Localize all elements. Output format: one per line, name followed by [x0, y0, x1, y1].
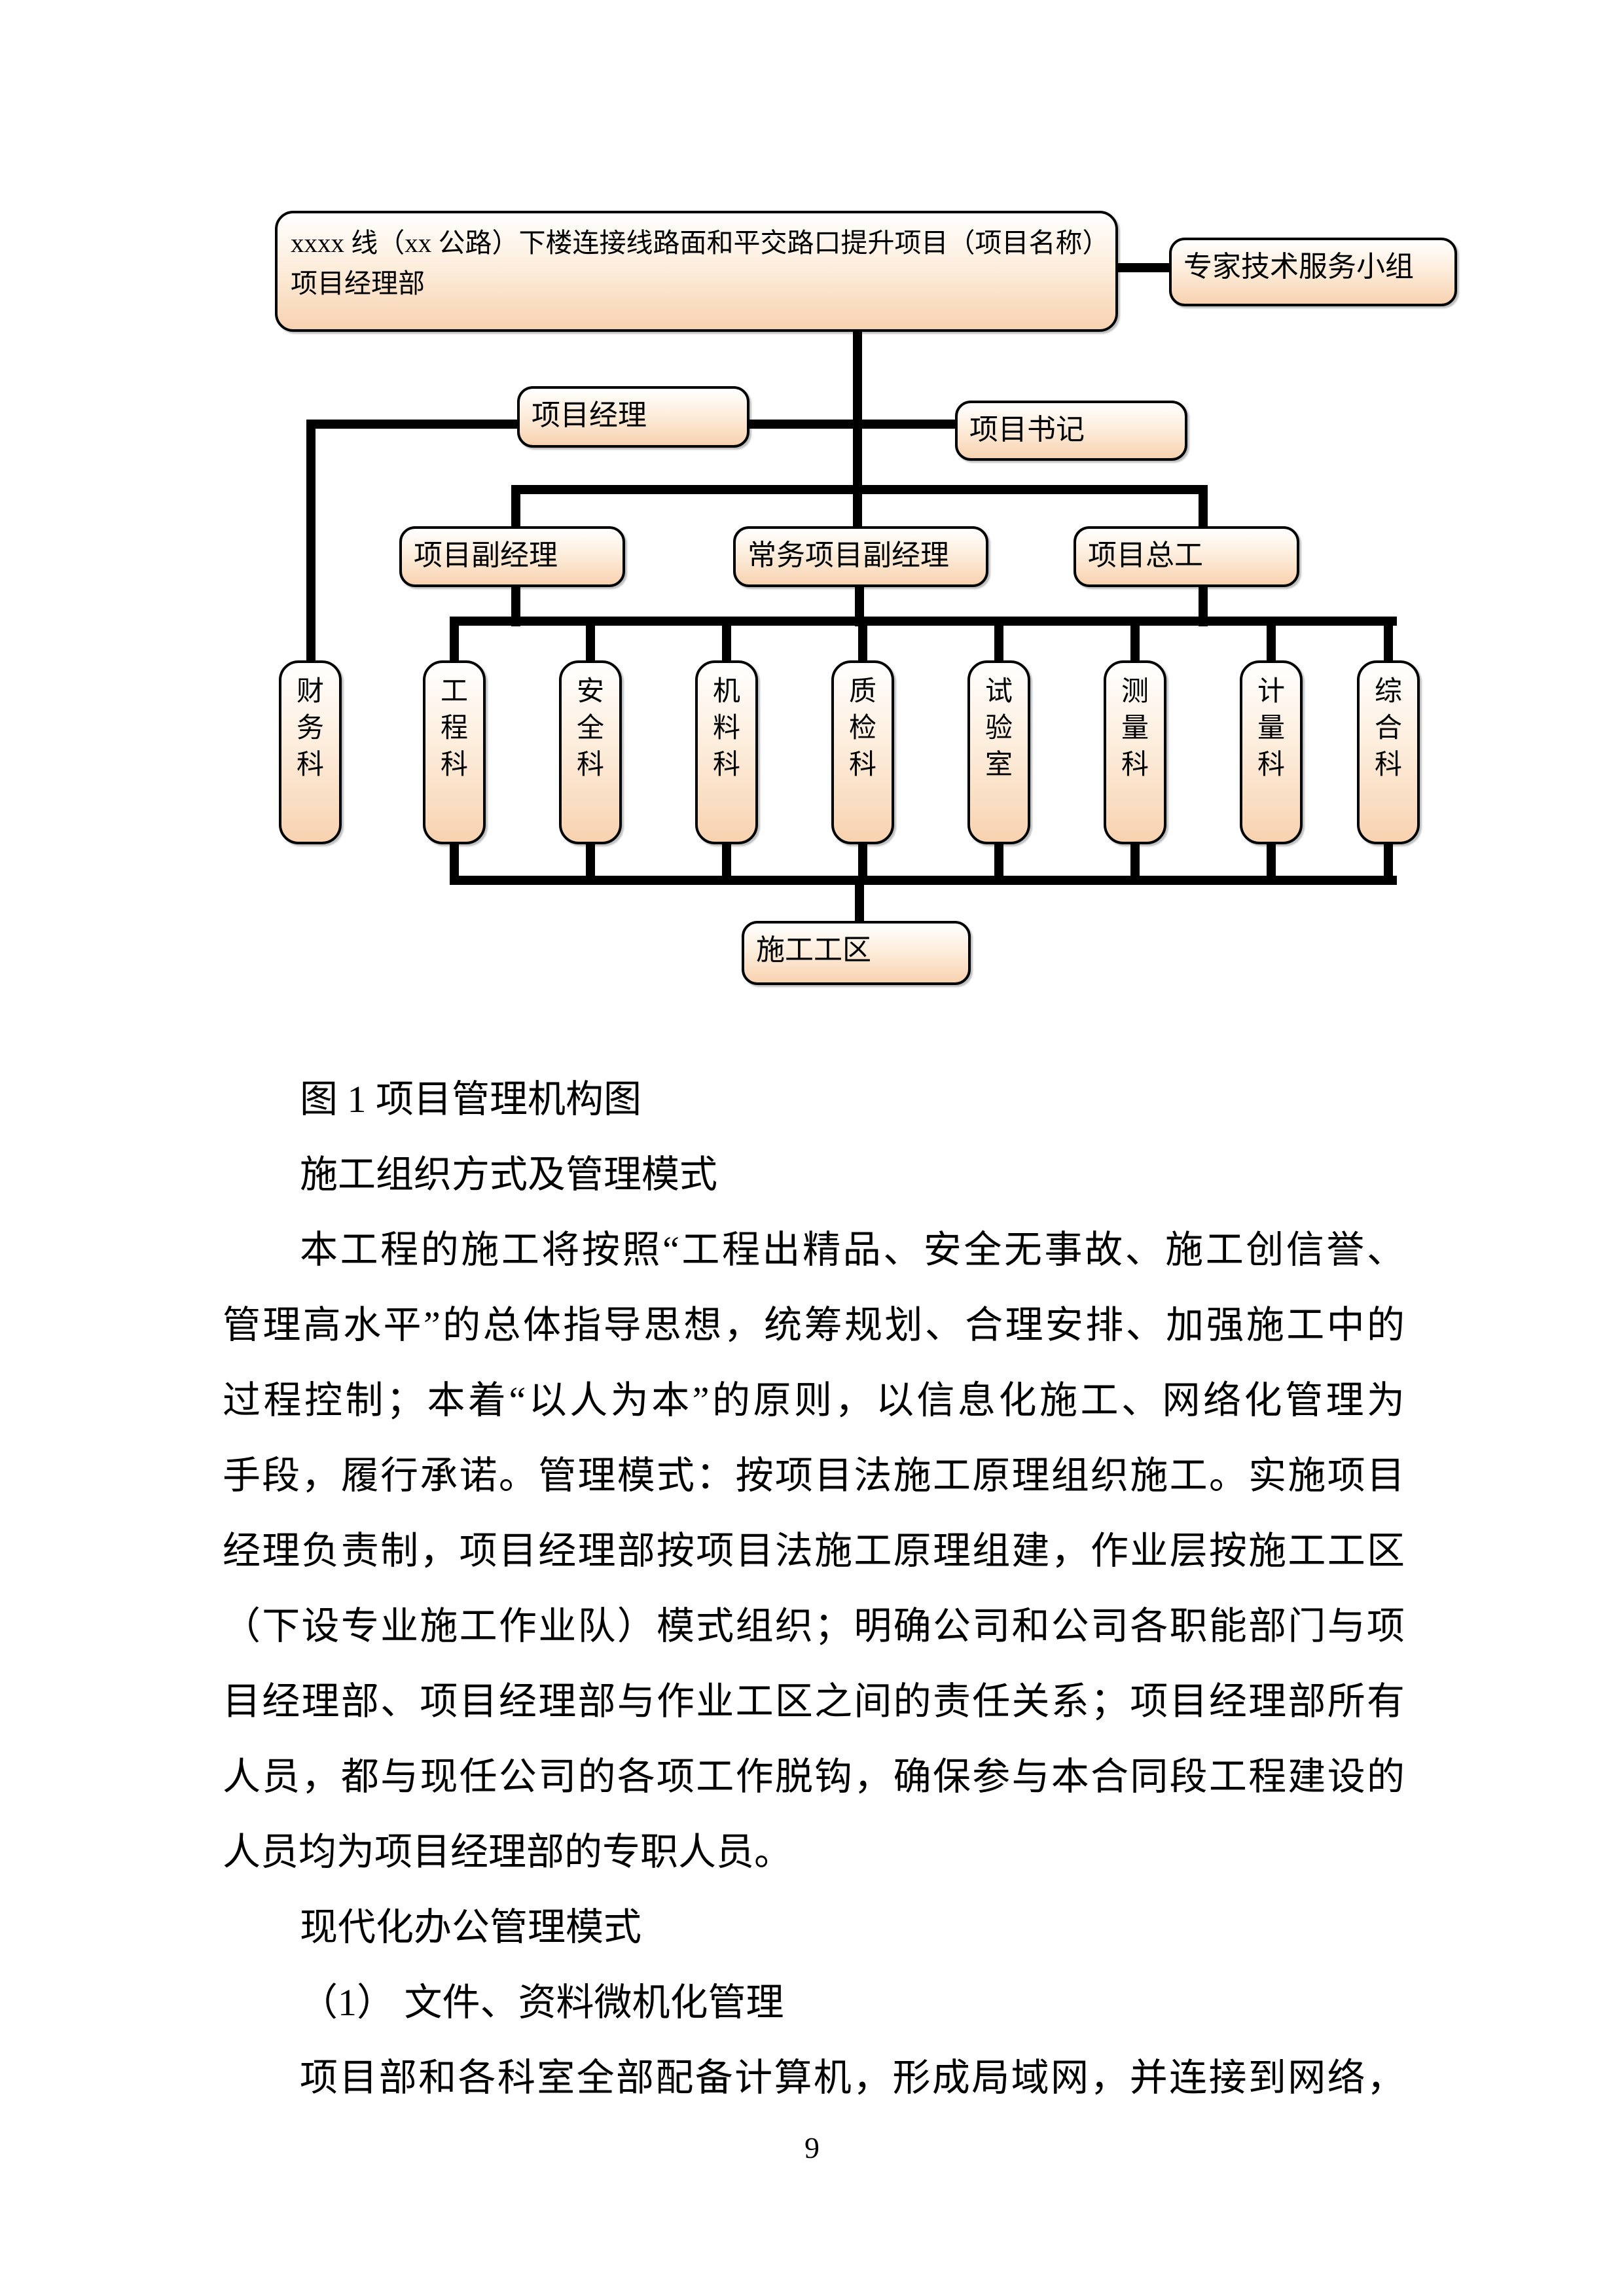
- connector-line: [855, 586, 864, 626]
- text-line: 人员，都与现任公司的各项工作脱钩，确保参与本合同段工程建设的: [223, 1755, 1405, 1798]
- connector-line: [1130, 622, 1140, 662]
- org-node-finance-dept: 财务科: [279, 660, 342, 844]
- org-node-dept: 工程科: [423, 660, 486, 844]
- section-heading: 施工组织方式及管理模式: [300, 1153, 718, 1196]
- org-node-chief-engineer: 项目总工: [1074, 526, 1299, 587]
- section-heading: 现代化办公管理模式: [300, 1906, 642, 1948]
- connector-line: [853, 329, 862, 529]
- connector-line: [722, 840, 731, 880]
- org-node-dept: 测量科: [1104, 660, 1166, 844]
- connector-line: [994, 622, 1003, 662]
- connector-line: [858, 622, 867, 662]
- org-node-dept: 计量科: [1240, 660, 1303, 844]
- page-number: 9: [804, 2131, 820, 2164]
- connector-line: [511, 485, 1208, 494]
- connector-line: [722, 622, 731, 662]
- connector-line: [858, 840, 867, 880]
- org-node-dept: 安全科: [559, 660, 622, 844]
- connector-line: [1384, 840, 1393, 880]
- text-line: 手段，履行承诺。管理模式：按项目法施工原理组织施工。实施项目: [223, 1454, 1405, 1497]
- connector-line: [450, 876, 1397, 885]
- org-node-project-manager: 项目经理: [517, 386, 749, 448]
- connector-line: [511, 491, 520, 529]
- connector-line: [306, 420, 316, 662]
- org-node-dept: 试验室: [967, 660, 1030, 844]
- connector-line: [450, 622, 459, 662]
- org-node-root: xxxx 线（xx 公路）下楼连接线路面和平交路口提升项目（项目名称）项目经理部: [275, 211, 1118, 332]
- connector-line: [1267, 622, 1276, 662]
- org-node-executive-deputy-manager: 常务项目副经理: [733, 526, 988, 587]
- connector-line: [1199, 586, 1208, 626]
- org-node-project-secretary: 项目书记: [955, 401, 1187, 461]
- text-line: 管理高水平”的总体指导思想，统筹规划、合理安排、加强施工中的: [223, 1304, 1405, 1346]
- connector-line: [1384, 622, 1393, 662]
- connector-line: [1199, 491, 1208, 529]
- org-node-expert-group: 专家技术服务小组: [1169, 238, 1457, 306]
- connector-line: [586, 840, 595, 880]
- figure-caption: 图 1 项目管理机构图: [300, 1078, 642, 1121]
- text-line: 项目部和各科室全部配备计算机，形成局域网，并连接到网络，: [300, 2056, 1405, 2099]
- connector-line: [1118, 263, 1169, 272]
- org-node-work-zone: 施工工区: [742, 921, 971, 985]
- list-heading: （1） 文件、资料微机化管理: [300, 1981, 784, 2024]
- text-line: 人员均为项目经理部的专职人员。: [223, 1831, 793, 1873]
- connector-line: [855, 881, 864, 923]
- text-line: 本工程的施工将按照“工程出精品、安全无事故、施工创信誉、: [300, 1229, 1405, 1271]
- org-node-dept: 质检科: [831, 660, 894, 844]
- connector-line: [450, 617, 1397, 626]
- org-node-dept: 机料科: [695, 660, 758, 844]
- text-line: 经理负责制，项目经理部按项目法施工原理组建，作业层按施工工区: [223, 1530, 1405, 1572]
- connector-line: [450, 840, 459, 880]
- text-line: （下设专业施工作业队）模式组织；明确公司和公司各职能部门与项: [223, 1605, 1405, 1647]
- text-line: 过程控制；本着“以人为本”的原则，以信息化施工、网络化管理为: [223, 1379, 1405, 1422]
- connector-line: [586, 622, 595, 662]
- text-line: 目经理部、项目经理部与作业工区之间的责任关系；项目经理部所有: [223, 1680, 1405, 1723]
- org-node-deputy-manager: 项目副经理: [399, 526, 625, 587]
- org-node-dept: 综合科: [1357, 660, 1420, 844]
- connector-line: [994, 840, 1003, 880]
- org-chart: xxxx 线（xx 公路）下楼连接线路面和平交路口提升项目（项目名称）项目经理部…: [0, 0, 1624, 1021]
- body-text: 图 1 项目管理机构图 施工组织方式及管理模式 本工程的施工将按照“工程出精品、…: [223, 1062, 1405, 2115]
- connector-line: [1130, 840, 1140, 880]
- connector-line: [511, 586, 520, 626]
- connector-line: [1267, 840, 1276, 880]
